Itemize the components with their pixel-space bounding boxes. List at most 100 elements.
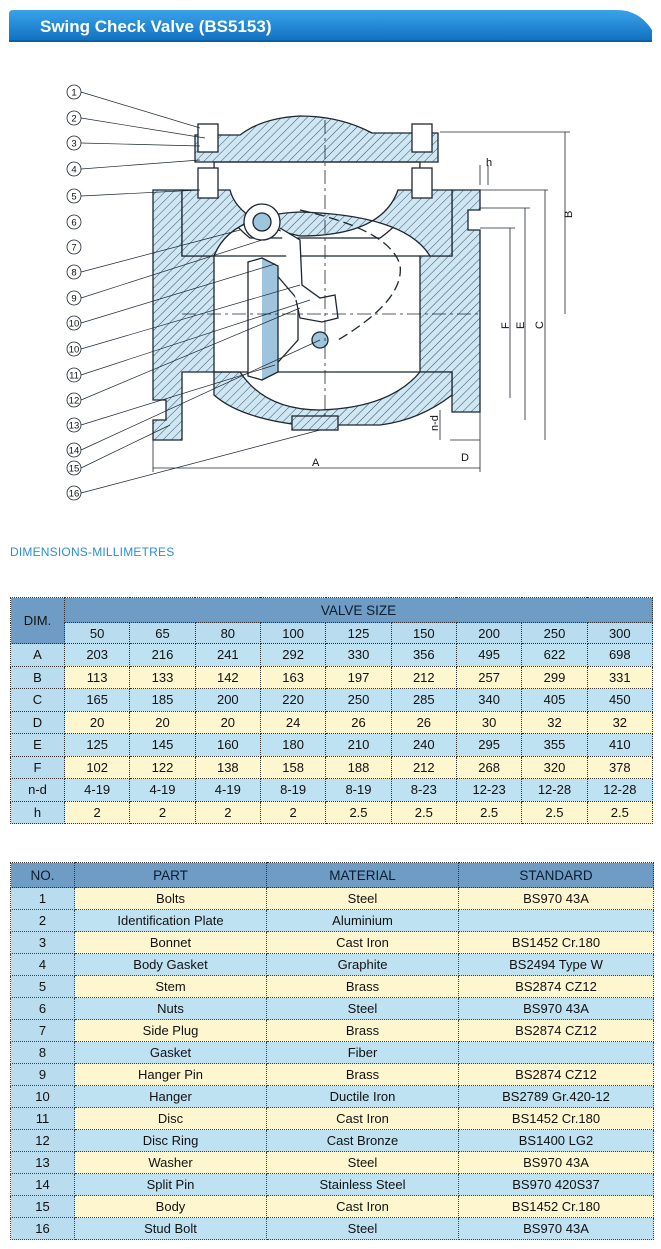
dim-value-cell: 200: [194, 688, 261, 712]
dim-value-cell: 2.5: [521, 800, 588, 824]
dim-value-cell: 2: [129, 800, 196, 824]
standard-cell: BS1452 Cr.180: [458, 931, 654, 954]
callout-markers: [66, 84, 82, 501]
dim-value-cell: 188: [325, 755, 392, 779]
title-banner: Swing Check Valve (BS5153): [9, 10, 652, 42]
size-header: 65: [129, 622, 196, 644]
material-cell: Fiber: [266, 1041, 459, 1064]
dim-value-cell: 285: [390, 688, 457, 712]
standard-cell: BS2874 CZ12: [458, 1063, 654, 1086]
part-number-cell: 6: [10, 997, 75, 1020]
material-cell: Stainless Steel: [266, 1173, 459, 1196]
part-number-cell: 8: [10, 1041, 75, 1064]
dim-row-label: A: [10, 643, 65, 667]
dim-value-cell: 160: [194, 733, 261, 757]
valve-size-header: VALVE SIZE: [64, 597, 653, 623]
part-name-cell: Side Plug: [74, 1019, 267, 1042]
part-name-cell: Gasket: [74, 1041, 267, 1064]
part-name-cell: Stud Bolt: [74, 1217, 267, 1240]
callout-label: 15: [69, 464, 80, 475]
dim-value-cell: 197: [325, 665, 392, 689]
dim-value-cell: 12-28: [586, 778, 654, 802]
dim-label-nd: n-d: [429, 415, 441, 431]
dim-row-label: D: [10, 710, 65, 734]
dim-value-cell: 12-28: [521, 778, 588, 802]
standard-header: STANDARD: [458, 862, 654, 888]
dim-value-cell: 4-19: [194, 778, 261, 802]
callout-label: 12: [69, 396, 80, 407]
standard-cell: BS2494 Type W: [458, 953, 654, 976]
dimension-lines: [152, 131, 570, 472]
standard-cell: BS970 420S37: [458, 1173, 654, 1196]
material-cell: Brass: [266, 975, 459, 998]
valve-cross-section-drawing: 1 2 3 4 5 6 7 8 9 10 10 11 12 13 14 15 1…: [66, 84, 575, 501]
valve-body: [152, 115, 481, 441]
dim-value-cell: 185: [129, 688, 196, 712]
part-number-cell: 10: [10, 1085, 75, 1108]
dim-value-cell: 180: [259, 733, 327, 757]
dim-value-cell: 26: [390, 710, 457, 734]
dimension-letters: A D h F E C B n-d: [312, 157, 575, 469]
dim-value-cell: 450: [586, 688, 654, 712]
dim-value-cell: 145: [129, 733, 196, 757]
material-cell: Aluminium: [266, 909, 459, 932]
callout-label: 7: [71, 243, 76, 254]
dim-row-label: B: [10, 665, 65, 689]
leader-lines: [80, 91, 321, 494]
callout-label: 10: [69, 319, 80, 330]
callout-numbers: 1 2 3 4 5 6 7 8 9 10 10 11 12 13 14 15 1…: [69, 88, 80, 500]
standard-cell: BS2874 CZ12: [458, 1019, 654, 1042]
part-name-cell: Disc Ring: [74, 1129, 267, 1152]
dim-value-cell: 203: [63, 643, 131, 667]
dim-value-cell: 292: [259, 643, 327, 667]
dim-value-cell: 378: [586, 755, 654, 779]
dimensions-heading: DIMENSIONS-MILLIMETRES: [10, 545, 175, 559]
dim-value-cell: 102: [63, 755, 131, 779]
dim-row-label: h: [10, 800, 65, 824]
part-number-cell: 9: [10, 1063, 75, 1086]
dim-label-e: E: [515, 322, 527, 329]
part-name-cell: Disc: [74, 1107, 267, 1130]
material-cell: Steel: [266, 997, 459, 1020]
dim-value-cell: 12-23: [455, 778, 523, 802]
dim-label-b: B: [563, 211, 575, 218]
material-cell: Cast Iron: [266, 931, 459, 954]
material-cell: Cast Iron: [266, 1195, 459, 1218]
material-cell: Brass: [266, 1063, 459, 1086]
dim-value-cell: 142: [194, 665, 261, 689]
part-number-cell: 11: [10, 1107, 75, 1130]
part-name-cell: Identification Plate: [74, 909, 267, 932]
dim-row-label: n-d: [10, 778, 65, 802]
part-number-cell: 5: [10, 975, 75, 998]
part-number-cell: 13: [10, 1151, 75, 1174]
dim-value-cell: 622: [521, 643, 588, 667]
dim-header: DIM.: [10, 597, 65, 644]
page-title: Swing Check Valve (BS5153): [40, 17, 272, 36]
dim-label-a: A: [312, 457, 320, 469]
part-name-cell: Stem: [74, 975, 267, 998]
dim-value-cell: 20: [63, 710, 131, 734]
dim-row-label: E: [10, 733, 65, 757]
size-header: 200: [455, 622, 523, 644]
callout-label: 2: [71, 114, 76, 125]
size-header: 300: [586, 622, 654, 644]
dim-value-cell: 268: [455, 755, 523, 779]
standard-cell: BS970 43A: [458, 997, 654, 1020]
dim-value-cell: 26: [325, 710, 392, 734]
dim-value-cell: 340: [455, 688, 523, 712]
dim-value-cell: 4-19: [129, 778, 196, 802]
material-cell: Steel: [266, 1217, 459, 1240]
dim-value-cell: 331: [586, 665, 654, 689]
material-cell: Brass: [266, 1019, 459, 1042]
